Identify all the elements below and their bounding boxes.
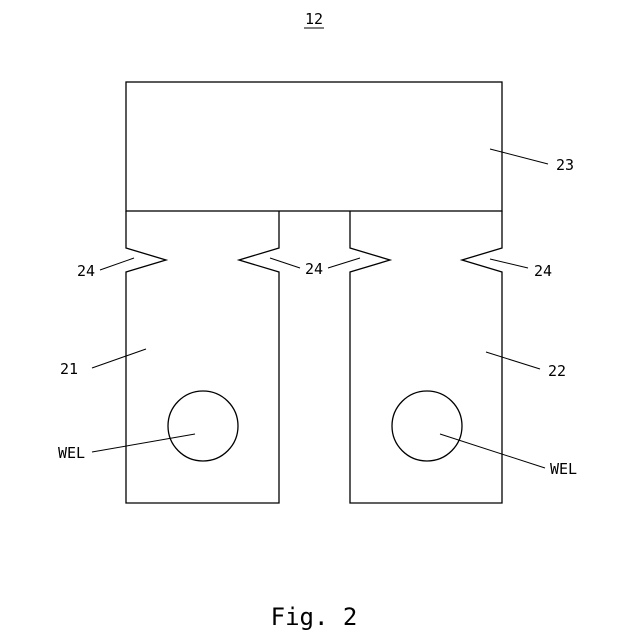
- leader-24-center-left: [270, 258, 300, 268]
- label-wel-left: WEL: [58, 444, 85, 462]
- leader-23: [490, 149, 548, 164]
- label-24-center: 24: [305, 260, 323, 278]
- leader-21: [92, 349, 146, 368]
- left-weld-circle: [168, 391, 238, 461]
- label-24-left: 24: [77, 262, 95, 280]
- leader-24-right: [490, 259, 528, 268]
- left-terminal-21: [126, 211, 279, 503]
- label-21: 21: [60, 360, 78, 378]
- upper-block-23: [126, 82, 502, 211]
- leader-24-left: [100, 258, 134, 270]
- label-wel-right: WEL: [550, 460, 577, 478]
- label-23: 23: [556, 156, 574, 174]
- label-22: 22: [548, 362, 566, 380]
- label-24-right: 24: [534, 262, 552, 280]
- leader-24-center-right: [328, 258, 360, 268]
- figure-reference-number: 12: [305, 10, 323, 28]
- leader-wel-right: [440, 434, 545, 468]
- right-weld-circle: [392, 391, 462, 461]
- leader-wel-left: [92, 434, 195, 452]
- figure-caption: Fig. 2: [271, 603, 358, 631]
- leader-22: [486, 352, 540, 369]
- right-terminal-22: [350, 211, 502, 503]
